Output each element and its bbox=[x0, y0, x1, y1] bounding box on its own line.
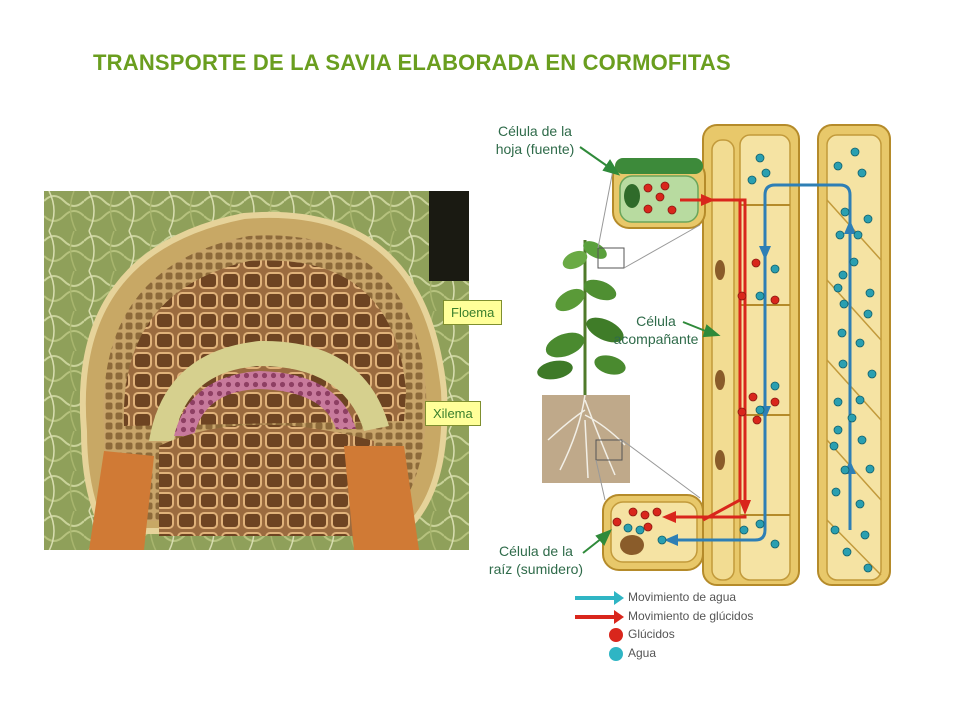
sugar-molecules bbox=[612, 181, 780, 532]
companion-cell-label: Célula acompañante bbox=[613, 313, 699, 347]
annotation-pointers bbox=[579, 146, 721, 554]
page-title: TRANSPORTE DE LA SAVIA ELABORADA EN CORM… bbox=[93, 50, 731, 75]
root-cell-label: Célula de la raíz (sumidero) bbox=[488, 543, 584, 577]
water-flow-arrows bbox=[664, 183, 856, 546]
sugar-arrow-icon bbox=[575, 610, 624, 624]
phloem-label: Floema bbox=[443, 300, 503, 325]
leaf-cell-label: Célula de la hoja (fuente) bbox=[495, 123, 575, 157]
stem-micrograph bbox=[44, 191, 469, 550]
plant-illustration bbox=[537, 169, 701, 501]
water-dot-icon bbox=[609, 647, 623, 661]
sugar-flow-arrows bbox=[662, 194, 751, 523]
root-sink-cell bbox=[602, 494, 704, 571]
xylem-vessel bbox=[817, 124, 891, 586]
xylem-label: Xilema bbox=[425, 401, 481, 426]
micrograph-image bbox=[44, 191, 469, 550]
water-molecules bbox=[623, 147, 877, 573]
water-arrow-icon bbox=[575, 591, 624, 605]
sugar-dot-icon bbox=[609, 628, 623, 642]
